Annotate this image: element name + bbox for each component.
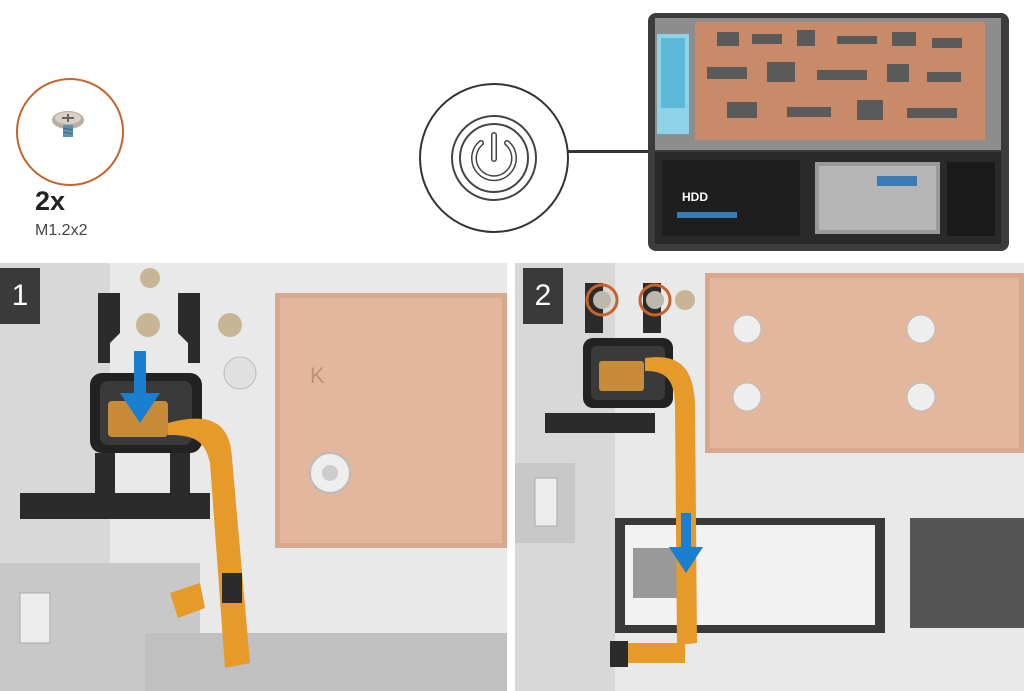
- step-1-badge: 1: [0, 268, 40, 324]
- power-icon: [421, 85, 567, 231]
- hdd-label: HDD: [682, 190, 708, 204]
- palmrest-overview: [647, 12, 1010, 252]
- screw-quantity: 2x: [35, 186, 65, 217]
- power-button-callout: [419, 83, 569, 233]
- step-2-badge: 2: [523, 268, 563, 324]
- step-2-illustration: [515, 263, 1024, 691]
- screw-callout: [16, 78, 124, 186]
- step-1-panel: K: [0, 263, 507, 691]
- step-2-panel: [515, 263, 1024, 691]
- screw-icon: [18, 80, 122, 184]
- step-1-illustration: K: [0, 263, 507, 691]
- svg-text:K: K: [310, 363, 325, 388]
- screw-type-label: M1.2x2: [35, 222, 87, 240]
